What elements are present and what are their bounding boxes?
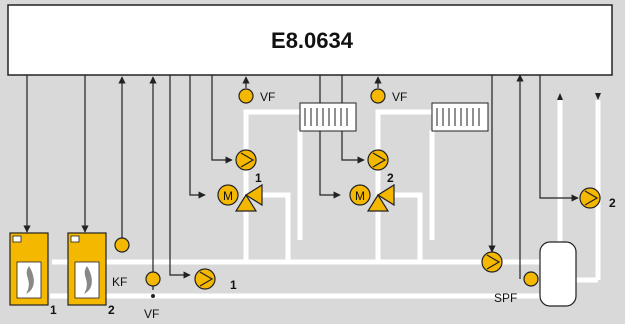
storage-charge-pump <box>481 251 503 273</box>
heating-circuit-2: VF 2 M <box>349 88 489 212</box>
flow-sensor-main-label: VF <box>144 307 159 321</box>
radiator-icon <box>431 102 489 132</box>
dhw-pump-number: 2 <box>609 196 616 210</box>
mixer-2-label: M <box>355 189 365 203</box>
boiler-pump-number: 1 <box>230 278 237 292</box>
boiler-2-number: 2 <box>108 303 115 317</box>
flow-sensor-main: VF <box>144 271 161 321</box>
mixer-valve-1: M <box>217 183 263 212</box>
circuit-1-number: 1 <box>255 171 262 185</box>
boiler-1: 1 <box>9 232 57 317</box>
collector-sensor: KF <box>112 237 130 289</box>
mixer-valve-2: M <box>349 183 395 212</box>
storage-sensor-label: SPF <box>494 291 517 305</box>
storage-tank <box>539 241 577 307</box>
circuit-2-sensor-label: VF <box>392 90 407 104</box>
dhw-arrows <box>557 93 601 100</box>
heating-circuit-1: VF 1 M <box>217 88 357 212</box>
control-wires <box>23 74 579 290</box>
boiler-2: 2 <box>67 232 115 317</box>
controller-unit: E8.0634 <box>7 4 613 76</box>
circuit-1-sensor-label: VF <box>260 90 275 104</box>
boiler-pump: 1 <box>194 268 237 292</box>
collector-sensor-label: KF <box>112 275 127 289</box>
storage-sensor: SPF <box>494 271 539 305</box>
dhw-circulation-pump: 2 <box>579 187 616 210</box>
boiler-1-number: 1 <box>50 303 57 317</box>
mixer-1-label: M <box>223 189 233 203</box>
circuit-2-number: 2 <box>387 171 394 185</box>
radiator-icon <box>299 102 357 132</box>
controller-label: E8.0634 <box>271 28 354 53</box>
